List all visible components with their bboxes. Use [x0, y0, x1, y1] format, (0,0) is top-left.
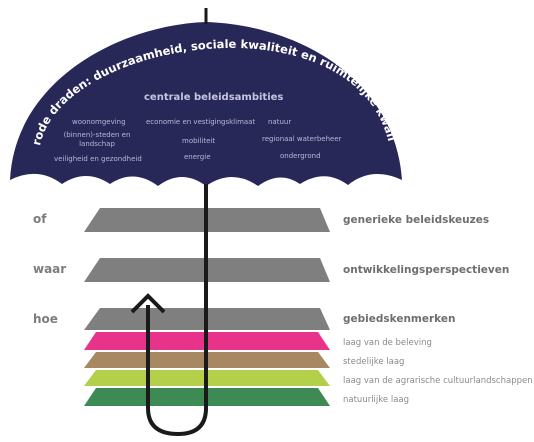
- umbrella-hook: [146, 305, 208, 437]
- ambition-veiligheid: veiligheid en gezondheid: [54, 155, 142, 163]
- label-generieke-beleidskeuzes: generieke beleidskeuzes: [343, 214, 490, 226]
- arrow-up-icon: [130, 293, 166, 314]
- label-agrarische-laag: laag van de agrarische cultuurlandschapp…: [343, 376, 533, 386]
- ambition-waterbeheer: regionaal waterbeheer: [262, 135, 342, 143]
- ambition-natuur: natuur: [268, 118, 292, 126]
- label-gebiedskenmerken: gebiedskenmerken: [343, 313, 456, 325]
- umbrella-canopy: [10, 22, 402, 186]
- label-of: of: [33, 212, 47, 226]
- label-natuurlijke-laag: natuurlijke laag: [343, 395, 410, 405]
- ambition-economie: economie en vestigingsklimaat: [146, 118, 256, 126]
- label-laag-beleving: laag van de beleving: [343, 338, 432, 348]
- ambition-woonomgeving: woonomgeving: [72, 118, 126, 126]
- ambition-ondergrond: ondergrond: [280, 152, 321, 160]
- center-title: centrale beleidsambities: [144, 92, 284, 103]
- ambition-binnensteden: (binnen)-steden en landschap: [63, 131, 131, 148]
- label-waar: waar: [33, 262, 67, 276]
- ambition-energie: energie: [184, 153, 211, 161]
- ambition-mobiliteit: mobiliteit: [182, 137, 216, 145]
- label-stedelijke-laag: stedelijke laag: [343, 357, 405, 367]
- label-ontwikkelingsperspectieven: ontwikkelingsperspectieven: [343, 264, 510, 276]
- label-hoe: hoe: [33, 312, 58, 326]
